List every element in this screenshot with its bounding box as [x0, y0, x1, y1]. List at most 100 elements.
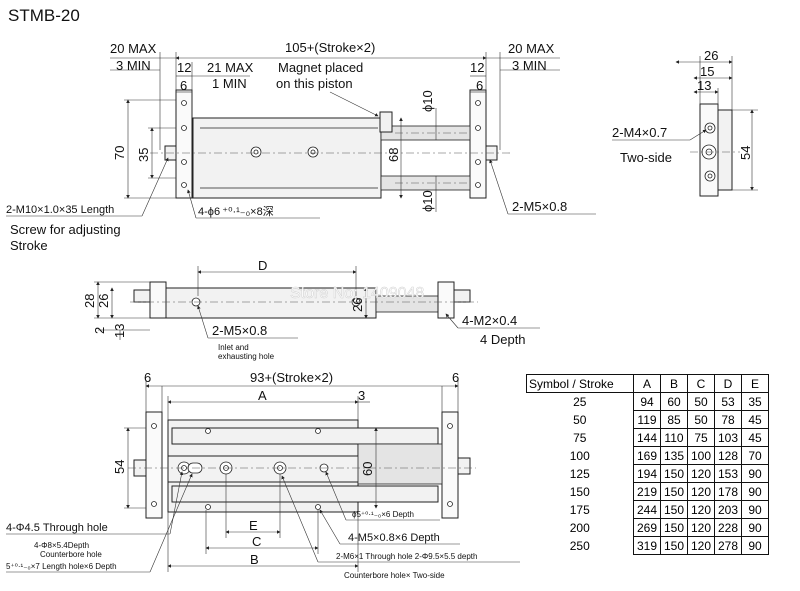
- top-view: 20 MAX 3 MIN 105+(Stroke×2) 20 MAX 3 MIN…: [6, 40, 596, 253]
- side-height-28: 28: [82, 294, 97, 308]
- pin-hole-spec: 4-ϕ6 ⁺⁰·¹₋₀×8深: [198, 205, 274, 218]
- bottom-dim-6-left: 6: [144, 370, 151, 385]
- bottom-dim-e: E: [249, 518, 258, 533]
- left-max-label: 20 MAX: [110, 41, 157, 56]
- dim-12-left: 12: [177, 60, 191, 75]
- side-height-26-right: 26: [350, 298, 365, 312]
- side-view: D 28 26 2 13 26 2-M5×0.8 Inlet and exhau…: [82, 258, 540, 361]
- end-view-body: [717, 109, 733, 191]
- table-value-cell: 100: [687, 446, 715, 465]
- end-height-54: 54: [738, 146, 753, 160]
- bottom-pin-spec: ϕ5⁺⁰·¹₋₀×6 Depth: [352, 510, 414, 519]
- table-value-cell: 50: [687, 410, 715, 429]
- table-header-row: Symbol / Stroke A B C D E: [526, 374, 769, 393]
- table-value-cell: 144: [633, 428, 661, 447]
- side-height-26: 26: [96, 294, 111, 308]
- bottom-tap-spec: 4-M5×0.8×6 Depth: [348, 532, 440, 544]
- bottom-through-hole-spec: 4-Φ4.5 Through hole: [6, 522, 108, 534]
- table-value-cell: 90: [741, 482, 769, 501]
- table-value-cell: 94: [633, 392, 661, 411]
- adjust-min-label: 1 MIN: [212, 76, 247, 91]
- adjust-screw-note-line2: Stroke: [10, 238, 48, 253]
- store-watermark: Store No: 1409048: [290, 285, 424, 302]
- top-right-end-plate: [469, 89, 487, 199]
- phi10-bottom-label: ϕ10: [420, 190, 435, 212]
- bottom-cbore-spec-line2: Counterbore hole: [40, 550, 102, 559]
- bottom-cbore3-spec: Counterbore hole× Two-side: [344, 571, 445, 580]
- bottom-slot-spec: 5⁺⁰·¹₋₀×7 Length hole×6 Depth: [6, 562, 117, 571]
- height-68-label: 68: [386, 148, 401, 162]
- dim-6-left: 6: [180, 78, 187, 93]
- dim-6-right: 6: [476, 78, 483, 93]
- table-stroke-cell: 175: [526, 500, 634, 519]
- table-value-cell: 120: [687, 518, 715, 537]
- table-value-cell: 120: [687, 536, 715, 555]
- adjust-max-label: 21 MAX: [207, 60, 254, 75]
- left-min-label: 3 MIN: [116, 58, 151, 73]
- table-value-cell: 90: [741, 464, 769, 483]
- table-stroke-cell: 125: [526, 464, 634, 483]
- bottom-dim-a: A: [258, 388, 267, 403]
- table-value-cell: 120: [687, 482, 715, 501]
- top-piston-rod-lower: [380, 175, 471, 191]
- table-value-cell: 85: [660, 410, 688, 429]
- table-stroke-cell: 75: [526, 428, 634, 447]
- bottom-dim-b: B: [250, 552, 259, 567]
- table-value-cell: 219: [633, 482, 661, 501]
- bottom-height-54: 54: [112, 460, 127, 474]
- table-value-cell: 269: [633, 518, 661, 537]
- table-value-cell: 228: [714, 518, 742, 537]
- side-port-note-line2: exhausting hole: [218, 352, 275, 361]
- table-value-cell: 119: [633, 410, 661, 429]
- height-35-label: 35: [136, 148, 151, 162]
- end-width-13: 13: [697, 78, 711, 93]
- bottom-dim-6-right: 6: [452, 370, 459, 385]
- table-stroke-cell: 25: [526, 392, 634, 411]
- table-stroke-cell: 100: [526, 446, 634, 465]
- table-value-cell: 110: [660, 428, 688, 447]
- table-stroke-cell: 250: [526, 536, 634, 555]
- bottom-dim-3: 3: [358, 388, 365, 403]
- side-view-plate-right: [437, 281, 455, 319]
- top-left-end-plate: [175, 89, 193, 199]
- end-tap-spec: 2-M4×0.7: [612, 125, 667, 140]
- table-value-cell: 278: [714, 536, 742, 555]
- table-value-cell: 70: [741, 446, 769, 465]
- table-value-cell: 128: [714, 446, 742, 465]
- side-view-plate-left: [149, 281, 167, 319]
- table-value-cell: 90: [741, 518, 769, 537]
- table-value-cell: 169: [633, 446, 661, 465]
- table-value-cell: 153: [714, 464, 742, 483]
- table-header-cell: E: [741, 374, 769, 393]
- adjust-screw-note-line1: Screw for adjusting: [10, 222, 121, 237]
- table-header-cell: A: [633, 374, 661, 393]
- table-stroke-cell: 50: [526, 410, 634, 429]
- table-stroke-cell: 150: [526, 482, 634, 501]
- port-spec-top: 2-M5×0.8: [512, 199, 567, 214]
- side-height-2: 2: [92, 327, 107, 334]
- side-height-13: 13: [112, 324, 127, 338]
- table-value-cell: 150: [660, 482, 688, 501]
- table-value-cell: 90: [741, 536, 769, 555]
- table-value-cell: 135: [660, 446, 688, 465]
- bottom-view: 6 93+(Stroke×2) 6 A 3 54 60 E C B 4-Φ4.5…: [6, 370, 520, 580]
- table-value-cell: 120: [687, 500, 715, 519]
- right-min-label: 3 MIN: [512, 58, 547, 73]
- height-70-label: 70: [112, 146, 127, 160]
- table-value-cell: 60: [660, 392, 688, 411]
- table-header-cell: D: [714, 374, 742, 393]
- table-value-cell: 203: [714, 500, 742, 519]
- table-header-cell: C: [687, 374, 715, 393]
- side-view-body: [165, 287, 377, 319]
- table-header-cell: B: [660, 374, 688, 393]
- table-value-cell: 78: [714, 410, 742, 429]
- side-dim-d: D: [258, 258, 267, 273]
